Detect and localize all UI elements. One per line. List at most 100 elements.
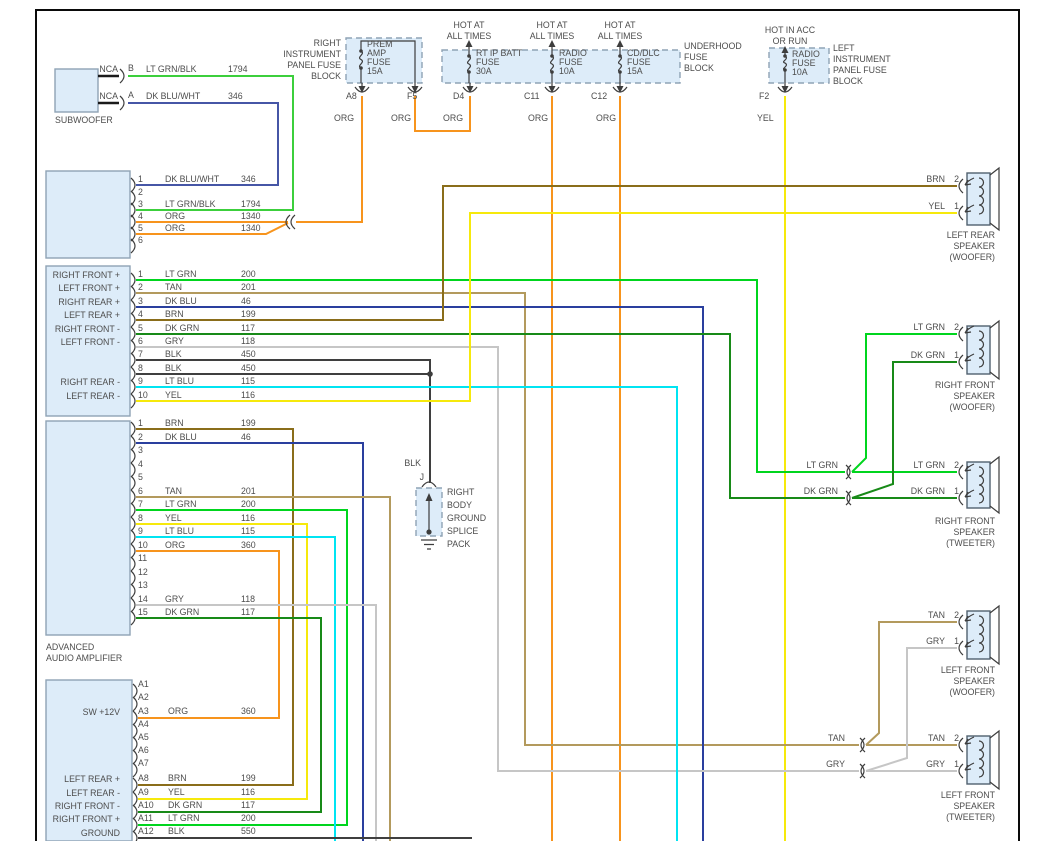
pin-number: 6 [138, 336, 143, 346]
signal-label: RIGHT REAR + [58, 297, 120, 307]
underhood-fuse-block-box [441, 49, 681, 84]
hot-label: OR RUN [773, 36, 808, 46]
wire-lt-grn-200 [136, 279, 957, 473]
speaker-left-front-tweeter [958, 729, 1000, 791]
signal-label: RIGHT FRONT - [55, 801, 120, 811]
pin-number: 14 [138, 594, 148, 604]
wire-dk-grn-117-radio [136, 617, 322, 813]
circuit-number: 450 [241, 349, 256, 359]
amp-connector2-labels: RIGHT FRONT + 1 LT GRN 200 LEFT FRONT + … [53, 269, 256, 401]
conn1-pin-brackets [130, 177, 136, 254]
speaker-pin-brackets [958, 326, 964, 370]
pin-number: A11 [138, 813, 153, 823]
pin-number: 6 [138, 235, 143, 245]
wire-label: LT GRN [168, 813, 199, 823]
hot-label: ALL TIMES [530, 31, 575, 41]
wire-lt-blu-115-radio [136, 536, 336, 841]
pin-number: 1 [138, 418, 143, 428]
org-inline-connector [285, 214, 296, 230]
wire-label: LT BLU [165, 376, 194, 386]
wire-label: BRN [168, 773, 187, 783]
pin-code: NCA [99, 64, 118, 74]
wire-label: YEL [928, 201, 945, 211]
circuit-number: 115 [241, 526, 255, 536]
block-label: INSTRUMENT [283, 49, 341, 59]
terminal-id: J [420, 472, 424, 482]
pin-number: 2 [138, 282, 143, 292]
hot-label: HOT AT [454, 20, 486, 30]
signal-label: LEFT REAR + [64, 310, 120, 320]
circuit-number: 115 [241, 376, 255, 386]
pin-number: A4 [138, 719, 149, 729]
circuit-number: 118 [241, 336, 255, 346]
pin-number: 5 [138, 323, 143, 333]
wire-label: DK GRN [804, 486, 838, 496]
fuse-name: FUSE [627, 57, 651, 67]
pin-number: 1 [138, 269, 143, 279]
hot-label: ALL TIMES [598, 31, 643, 41]
wire-tan-201 [136, 292, 957, 746]
pin-number: 2 [954, 733, 959, 743]
pin-number: 9 [138, 376, 143, 386]
ground-splice-pack [421, 481, 437, 550]
pin-number: 3 [138, 199, 143, 209]
circuit-number: 117 [241, 607, 255, 617]
fuse-name: FUSE [367, 57, 391, 67]
speaker-caption: LEFT FRONT [941, 790, 996, 800]
wire-brn-199-radio [136, 428, 294, 786]
pin-number: 2 [954, 322, 959, 332]
wire-label: LT GRN/BLK [146, 64, 197, 74]
diagram-border [35, 9, 1020, 841]
circuit-number: 1340 [241, 223, 261, 233]
splice-label: PACK [447, 539, 470, 549]
terminal-id: F2 [759, 91, 769, 101]
circuit-number: 116 [241, 513, 255, 523]
wire-label: ORG [391, 113, 411, 123]
signal-label: LEFT FRONT + [58, 283, 120, 293]
speaker-body [966, 735, 991, 785]
signal-label: RIGHT FRONT - [55, 324, 120, 334]
wire-label: ORG [596, 113, 616, 123]
wire-org-1340 [136, 96, 363, 235]
speaker-caption: SPEAKER [953, 527, 995, 537]
wire-label: LT GRN [807, 460, 838, 470]
speaker-caption: (TWEETER) [946, 538, 995, 548]
speaker-caption: RIGHT FRONT [935, 516, 996, 526]
prem-amp-fuse-icon [358, 40, 416, 83]
pin-number: 1 [954, 201, 959, 211]
circuit-number: 1794 [241, 199, 261, 209]
pin-number: A3 [138, 706, 149, 716]
wire-dk-blu-46-radio [136, 442, 364, 841]
wire-label: TAN [165, 282, 182, 292]
fuse-name: FUSE [792, 58, 816, 68]
fuse-rating: 15A [627, 66, 643, 76]
splice-dot [426, 529, 432, 535]
wire-label: BRN [165, 309, 184, 319]
pin-number: 5 [138, 472, 143, 482]
underhood-fuse-block-labels: UNDERHOOD FUSE BLOCK HOT AT ALL TIMES RT… [443, 20, 742, 123]
circuit-number: 346 [241, 174, 256, 184]
wire-label: YEL [165, 513, 182, 523]
speaker-caption: (TWEETER) [946, 812, 995, 822]
signal-label: LEFT REAR + [64, 774, 120, 784]
fuse-name: CD/DLC [627, 48, 660, 58]
speaker-caption: SPEAKER [953, 241, 995, 251]
pin-number: 8 [138, 363, 143, 373]
pin-number: 8 [138, 513, 143, 523]
block-label: PANEL FUSE [287, 60, 341, 70]
speaker-coil-icon [978, 740, 985, 778]
signal-label: LEFT REAR - [66, 788, 120, 798]
circuit-number: 46 [241, 432, 251, 442]
circuit-number: 200 [241, 813, 256, 823]
wire-label: DK GRN [911, 486, 945, 496]
circuit-number: 550 [241, 826, 256, 836]
signal-label: RIGHT REAR - [61, 377, 121, 387]
speaker-pin-arrows [964, 325, 975, 362]
splice-label: RIGHT [447, 487, 475, 497]
signal-label: SW +12V [83, 707, 121, 717]
signal-label: RIGHT FRONT + [53, 270, 120, 280]
splice-arrow-head [425, 493, 433, 501]
pin-number: 13 [138, 580, 148, 590]
hot-label: HOT AT [537, 20, 569, 30]
circuit-number: 118 [241, 594, 255, 604]
